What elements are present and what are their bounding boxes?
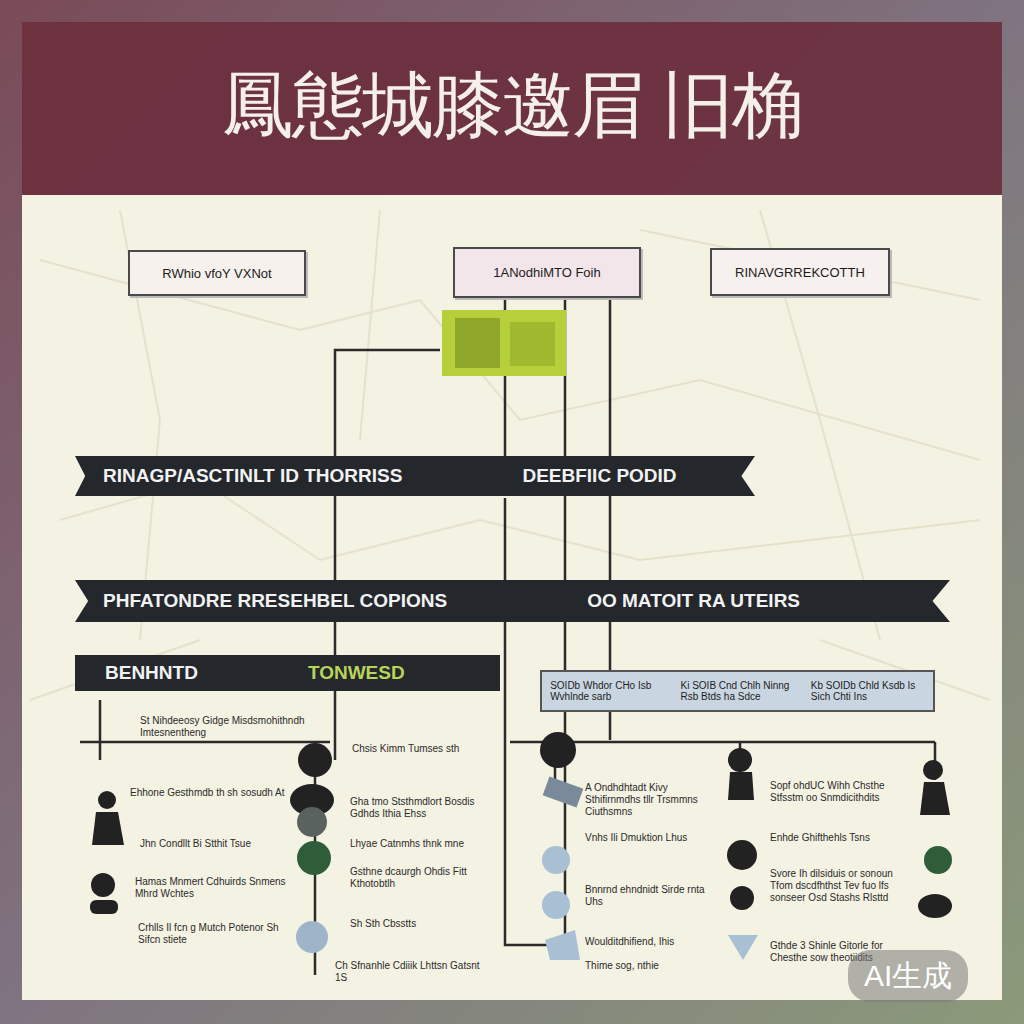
map-line — [120, 210, 880, 640]
left-icons — [90, 743, 334, 953]
note-text: Vnhs Ili Dmuktion Lhus — [585, 832, 725, 844]
person-body — [92, 812, 124, 845]
connector — [504, 298, 507, 456]
dark-circle — [91, 873, 115, 897]
watermark: AI生成 — [848, 950, 968, 1002]
note-text: Enhde Ghifthehls Tsns — [770, 832, 910, 844]
top-box: 1ANodhiMTO Foih — [453, 247, 641, 298]
leader-line — [609, 712, 612, 740]
chip-body — [442, 310, 566, 376]
header-box: SOIDb Whdor CHo Isb Wvhlnde sarb Ki SOIB … — [540, 670, 935, 712]
chip-icon — [442, 310, 566, 376]
leader-line — [505, 498, 560, 945]
person-head — [728, 748, 752, 772]
title: 鳳態城膝邀眉 旧桷 — [30, 60, 994, 150]
note-text: Sopf ohdUC Wihh Chsthe Stfsstm oo Snmdic… — [770, 780, 900, 804]
band-label: DEEBFIIC PODID — [522, 465, 676, 487]
blue-block — [545, 930, 580, 960]
panel — [22, 195, 1002, 1000]
note-text: Bnnrnd ehndnidt Sirde rnta Uhs — [585, 884, 725, 908]
dark-circle — [918, 894, 952, 918]
green-circle — [924, 846, 952, 874]
band-label: OO MATOIT RA UTEIRS — [587, 590, 800, 612]
band-label: TONWESD — [308, 662, 405, 684]
note-text: Woulditdhifiend, Ihis — [585, 936, 725, 948]
map-lines — [30, 210, 990, 700]
chip-part — [455, 318, 500, 368]
connector — [564, 298, 567, 580]
grey-block — [543, 776, 584, 807]
right-icons — [540, 732, 952, 960]
note-text: Gsthne dcaurgh Ohdis Fitt Kthotobtlh — [350, 866, 490, 890]
note-text: Ehhone Gesthmdb th sh sosudh At — [130, 787, 290, 799]
chip-part — [510, 322, 555, 366]
note-text: Hamas Mnmert Cdhuirds Snmens Mhrd Wchtes — [135, 876, 300, 900]
dark-circle — [298, 743, 332, 777]
dark-circle — [730, 886, 754, 910]
top-box: RWhio vfoY VXNot — [128, 250, 306, 296]
band-label: RINAGP/ASCTINLT ID THORRISS — [103, 465, 402, 487]
band-label: BENHNTD — [105, 662, 198, 684]
dark-circle — [540, 732, 576, 768]
header-text: Ki SOIB Cnd Chlh Ninng Rsb Btds ha Sdce — [678, 678, 796, 704]
section-band: PHFATONDRE RRESEHBEL COPIONS OO MATOIT RA… — [75, 580, 950, 622]
band-label: PHFATONDRE RRESEHBEL COPIONS — [103, 590, 447, 612]
top-box: RINAVGRREKCOTTH — [710, 248, 890, 296]
header-text: Kb SOIDb Chld Ksdb Is Sich Chti Ins — [809, 678, 927, 704]
blue-circle — [542, 846, 570, 874]
person-body — [728, 772, 754, 800]
blue-block — [728, 935, 758, 960]
person-body — [920, 782, 950, 815]
blue-circle — [542, 891, 570, 919]
note-text: Sh Sth Cbsstts — [350, 918, 490, 930]
map-line — [30, 230, 990, 700]
green-circle — [297, 841, 331, 875]
dark-circle — [290, 784, 334, 816]
dark-circle — [727, 840, 757, 870]
blue-circle — [296, 921, 328, 953]
section-band: BENHNTD TONWESD — [75, 655, 500, 691]
note-text: Thime sog, nthie — [585, 960, 725, 972]
section-band: RINAGP/ASCTINLT ID THORRISS DEEBFIIC PODI… — [75, 456, 755, 496]
grey-circle — [297, 807, 327, 837]
header-text: SOIDb Whdor CHo Isb Wvhlnde sarb — [548, 678, 666, 704]
note-text: Lhyae Catnmhs thnk mne — [350, 838, 490, 850]
box-label: 1ANodhiMTO Foih — [487, 263, 606, 282]
dark-base — [90, 900, 118, 914]
note-text: Crhlls Il fcn g Mutch Potenor Sh Sifcn s… — [138, 922, 298, 946]
leader-line — [335, 350, 440, 760]
note-text: Jhn Condllt Bi Stthit Tsue — [140, 838, 300, 850]
note-text: Svore Ih dilsiduis or sonoun Tfom dscdfh… — [770, 868, 910, 904]
box-label: RINAVGRREKCOTTH — [729, 263, 871, 282]
leader-line — [510, 742, 935, 780]
leader-line — [314, 760, 317, 975]
note-text: Gha tmo Ststhmdlort Bosdis Gdhds Ithia E… — [350, 796, 490, 820]
title-band — [22, 22, 1002, 197]
box-label: RWhio vfoY VXNot — [156, 264, 277, 283]
person-head — [923, 760, 943, 780]
note-text: St Nihdeeosy Gidge Misdsmohithndh Imtesn… — [140, 715, 310, 739]
leader-line — [80, 700, 330, 760]
person-head — [98, 791, 116, 809]
note-text: Ch Sfnanhle Cdiiik Lhttsn Gatsnt 1S — [335, 960, 485, 984]
note-text: Chsis Kimm Tumses sth — [352, 743, 482, 755]
note-text: A Ondhdhtadt Kivy Sthifirnmdhs tllr Trsm… — [585, 782, 725, 818]
